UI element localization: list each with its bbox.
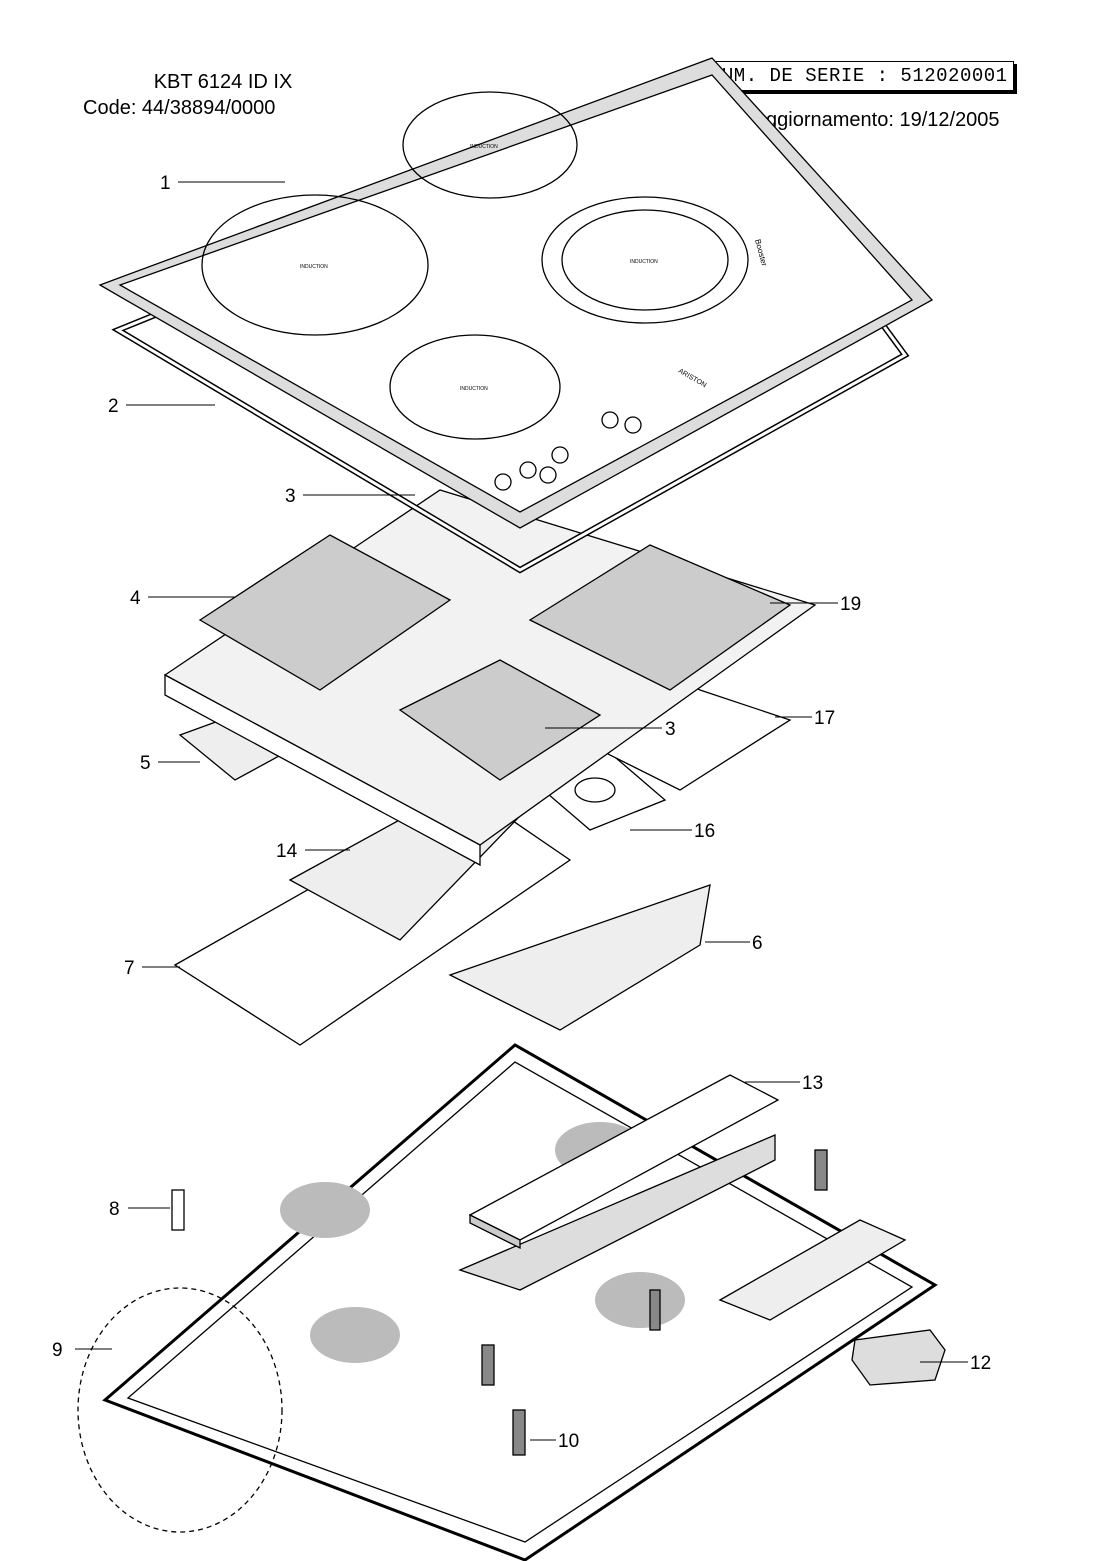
part-13-control-board [458, 1074, 780, 1291]
vent-grille [310, 1307, 400, 1363]
update-date: Data Aggiornamento: 19/12/2005 [706, 109, 1000, 131]
cooking-zone [389, 334, 561, 440]
model-name: KBT 6124 ID IX [153, 71, 293, 93]
model-code: Code: 44/38894/0000 [83, 97, 276, 119]
part-12-terminal-block [851, 1329, 946, 1386]
callout-17: 17 [814, 708, 835, 729]
cooking-zone [201, 194, 429, 336]
part-4-coil-support [163, 489, 817, 867]
touch-control [519, 461, 537, 479]
touch-control [551, 446, 569, 464]
callout-13: 13 [802, 1073, 823, 1094]
zone-label: INDUCTION [630, 259, 658, 265]
zone-label: INDUCTION [300, 264, 328, 270]
touch-control [624, 416, 642, 434]
cooking-zone [402, 91, 578, 199]
spring [814, 1149, 828, 1191]
base-tray [102, 1043, 938, 1561]
spring [481, 1344, 495, 1386]
touch-control [601, 411, 619, 429]
callout-3b: 3 [665, 719, 676, 740]
callout-10: 10 [558, 1431, 579, 1452]
part-19-induction-coil [528, 544, 792, 691]
part-6-power-board [448, 884, 711, 1031]
part-9-fixing-kit [77, 1287, 283, 1533]
vent-grille [595, 1272, 685, 1328]
spring [649, 1289, 661, 1331]
callout-19: 19 [840, 594, 861, 615]
part-3-induction-coil [398, 659, 602, 781]
callout-4: 4 [130, 588, 141, 609]
part-8-spring [171, 1189, 185, 1231]
callout-3: 3 [285, 486, 296, 507]
serial-number-box: NUM. DE SERIE : 512020001 [704, 61, 1014, 91]
part-10-spring [512, 1409, 526, 1456]
callout-7: 7 [124, 958, 135, 979]
callout-1: 1 [160, 173, 171, 194]
touch-control [494, 473, 512, 491]
callout-9: 9 [52, 1340, 63, 1361]
callout-8: 8 [109, 1199, 120, 1220]
vent-grille [280, 1182, 370, 1238]
part-1-glass-top [98, 57, 934, 529]
callout-5: 5 [140, 753, 151, 774]
zone-label: INDUCTION [460, 386, 488, 392]
callout-16: 16 [694, 821, 715, 842]
callout-14: 14 [276, 841, 298, 862]
induction-coil [198, 534, 452, 691]
callout-2: 2 [108, 396, 119, 417]
zone-label: INDUCTION [470, 144, 498, 150]
callout-12: 12 [970, 1353, 991, 1374]
touch-control [539, 466, 557, 484]
callout-lines [75, 181, 968, 1441]
cooking-zone [541, 196, 749, 324]
callout-6: 6 [752, 933, 763, 954]
